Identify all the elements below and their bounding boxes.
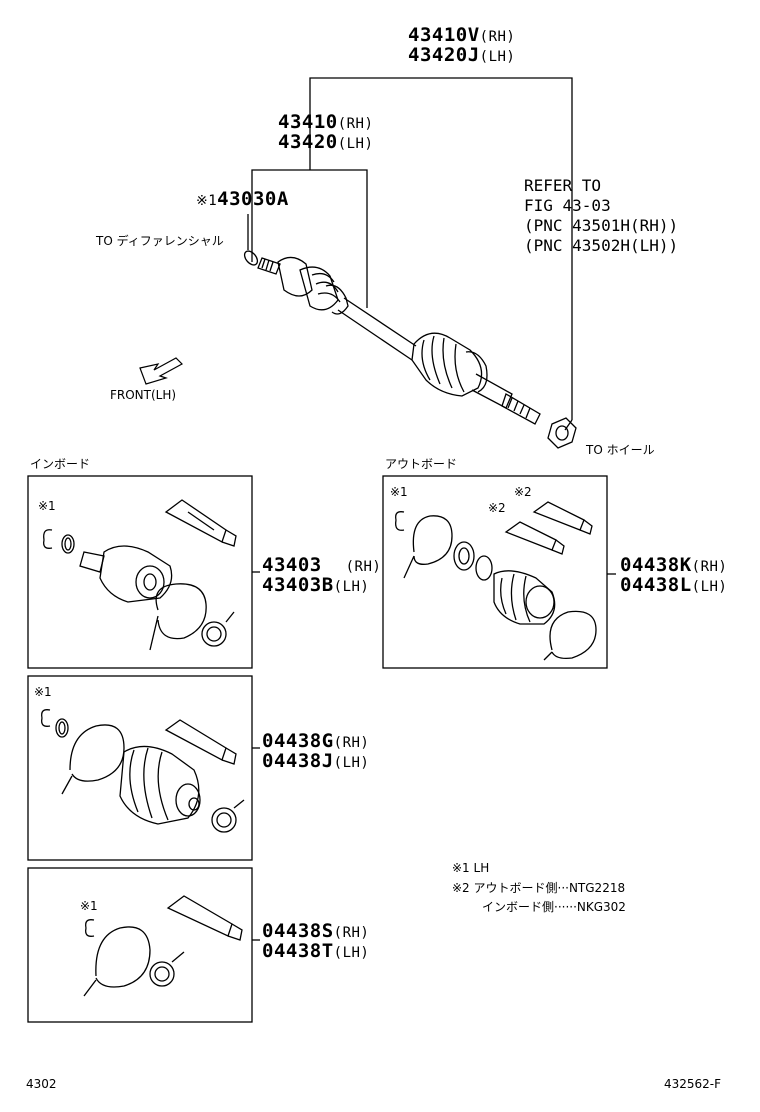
refer-line-3: (PNC 43501H(RH)) — [524, 216, 679, 235]
inboard-boot-part-rh: 04438G(RH) — [262, 730, 370, 752]
clamp-kit-note: ※1 — [80, 899, 98, 913]
clamp-kit-part-lh: 04438T(LH) — [262, 940, 370, 962]
clamp-kit-part-rh: 04438S(RH) — [262, 920, 370, 942]
inboard-boot-note: ※1 — [34, 685, 52, 699]
outboard-boot-note2a: ※2 — [514, 485, 532, 499]
outboard-boot-parts — [395, 501, 597, 661]
inboard-boot-part-lh: 04438J(LH) — [262, 750, 370, 772]
inboard-boot-box — [27, 675, 253, 861]
note-2-line2: インボード側······NKG302 — [482, 900, 626, 914]
inboard-joint-part-rh: 43403 (RH) — [262, 554, 382, 576]
inboard-section-label: インボード — [30, 457, 91, 471]
refer-line-1: REFER TO — [524, 176, 602, 195]
note-2-line1: ※2 アウトボード側···NTG2218 — [452, 881, 626, 895]
assembly-part-lh: 43420J(LH) — [408, 44, 516, 66]
snap-ring-part: ※143030A — [196, 188, 289, 210]
front-arrow — [139, 357, 183, 385]
inboard-joint-parts — [43, 499, 237, 651]
to-wheel-label: TO ホイール — [586, 443, 655, 457]
footer-figure-number: 4302 — [26, 1077, 57, 1091]
outboard-boot-note1: ※1 — [390, 485, 408, 499]
shaft-part-rh: 43410(RH) — [278, 111, 374, 133]
refer-line-2: FIG 43-03 — [524, 196, 611, 215]
to-differential-label: TO ディファレンシャル — [96, 234, 224, 248]
inboard-joint-part-lh: 43403B(LH) — [262, 574, 370, 596]
note-1: ※1 LH — [452, 861, 490, 875]
assembly-part-rh: 43410V(RH) — [408, 24, 516, 46]
outboard-boot-part-rh: 04438K(RH) — [620, 554, 728, 576]
footer-illustration-code: 432562-F — [664, 1077, 722, 1091]
clamp-kit-box — [27, 867, 253, 1023]
outboard-section-label: アウトボード — [385, 457, 458, 471]
shaft-part-lh: 43420(LH) — [278, 131, 374, 153]
refer-line-4: (PNC 43502H(LH)) — [524, 236, 679, 255]
outboard-boot-box — [382, 475, 608, 669]
leader-lines — [247, 77, 573, 431]
front-label: FRONT(LH) — [110, 388, 177, 402]
drive-shaft — [243, 250, 577, 449]
inboard-boot-parts — [41, 709, 245, 833]
outboard-boot-note2b: ※2 — [488, 501, 506, 515]
inboard-joint-note: ※1 — [38, 499, 56, 513]
clamp-kit-parts — [83, 895, 243, 997]
outboard-boot-part-lh: 04438L(LH) — [620, 574, 728, 596]
